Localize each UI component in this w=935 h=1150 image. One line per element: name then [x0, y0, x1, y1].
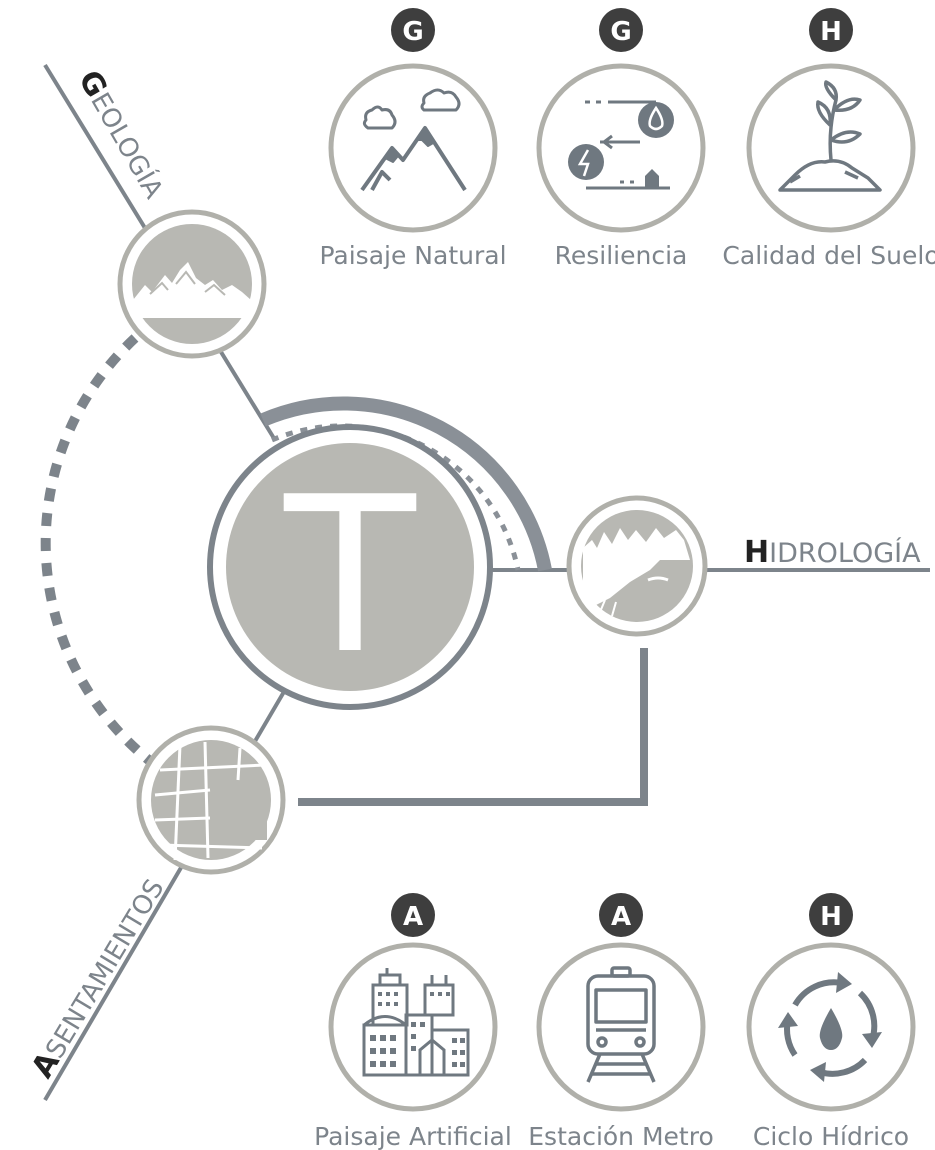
- caption: Ciclo Hídrico: [753, 1122, 909, 1150]
- icon-card-resiliencia: G Resiliencia: [536, 8, 706, 270]
- left-dashed-arc: [40, 334, 159, 769]
- badge-letter: G: [402, 17, 423, 47]
- svg-text:ASENTAMIENTOS: ASENTAMIENTOS: [25, 872, 171, 1084]
- badge-letter: G: [610, 17, 631, 47]
- metro-train-icon: [586, 966, 656, 1083]
- badge-letter: H: [820, 17, 842, 47]
- icon-card-calidad-del-suelo: H Calidad del Suelo: [722, 8, 935, 270]
- mountain-range-icon: [133, 262, 251, 318]
- badge: [809, 893, 853, 937]
- badge: [391, 8, 435, 52]
- svg-text:HIDROLOGÍA: HIDROLOGÍA: [744, 535, 921, 570]
- mountain-clouds-icon: [360, 88, 467, 192]
- badge: [599, 8, 643, 52]
- forest-river-icon: [583, 528, 690, 608]
- hydro-settlement-connector: [298, 648, 648, 806]
- icon-card-estacion-metro: A Estación Metro: [528, 893, 714, 1150]
- settlements-node: [136, 725, 286, 875]
- icon-circle: [536, 942, 706, 1112]
- settlements-label: ASENTAMIENTOS: [25, 872, 171, 1084]
- caption: Resiliencia: [555, 241, 688, 270]
- caption: Paisaje Artificial: [314, 1122, 512, 1150]
- hydrology-node: [566, 495, 708, 637]
- city-buildings-icon: [362, 968, 470, 1077]
- badge-letter: A: [403, 902, 423, 932]
- caption: Estación Metro: [528, 1122, 714, 1150]
- resilience-energy-water-icon: [568, 100, 674, 190]
- hydrology-label: HIDROLOGÍA: [744, 535, 921, 570]
- icon-card-paisaje-natural: G Paisaje Natural: [319, 8, 507, 270]
- badge: [809, 8, 853, 52]
- icon-circle: [536, 63, 706, 233]
- caption: Calidad del Suelo: [722, 241, 935, 270]
- badge-letter: A: [611, 902, 631, 932]
- water-drop-icon: [819, 1008, 843, 1050]
- center-letter: T: [283, 450, 416, 701]
- center-outer-arc: [260, 396, 552, 572]
- center-circle: [226, 443, 474, 691]
- settlements-label-rest: SENTAMIENTOS: [40, 874, 170, 1063]
- icon-card-ciclo-hidrico: H Ciclo Hídrico: [746, 893, 916, 1150]
- icon-card-paisaje-artificial: A: [314, 893, 512, 1150]
- badge: [599, 893, 643, 937]
- badge-letter: H: [820, 902, 842, 932]
- badge: [391, 893, 435, 937]
- city-grid-icon: [154, 741, 267, 861]
- caption: Paisaje Natural: [319, 241, 506, 270]
- water-cycle-icon: [778, 972, 882, 1082]
- center-dotted-arc: [271, 423, 521, 571]
- geology-node: [117, 209, 267, 359]
- geology-label-rest: EOLOGÍA: [84, 87, 170, 204]
- hydrology-initial: H: [744, 535, 769, 570]
- hydrology-label-rest: IDROLOGÍA: [769, 537, 921, 569]
- plant-sprout-icon: [778, 80, 882, 192]
